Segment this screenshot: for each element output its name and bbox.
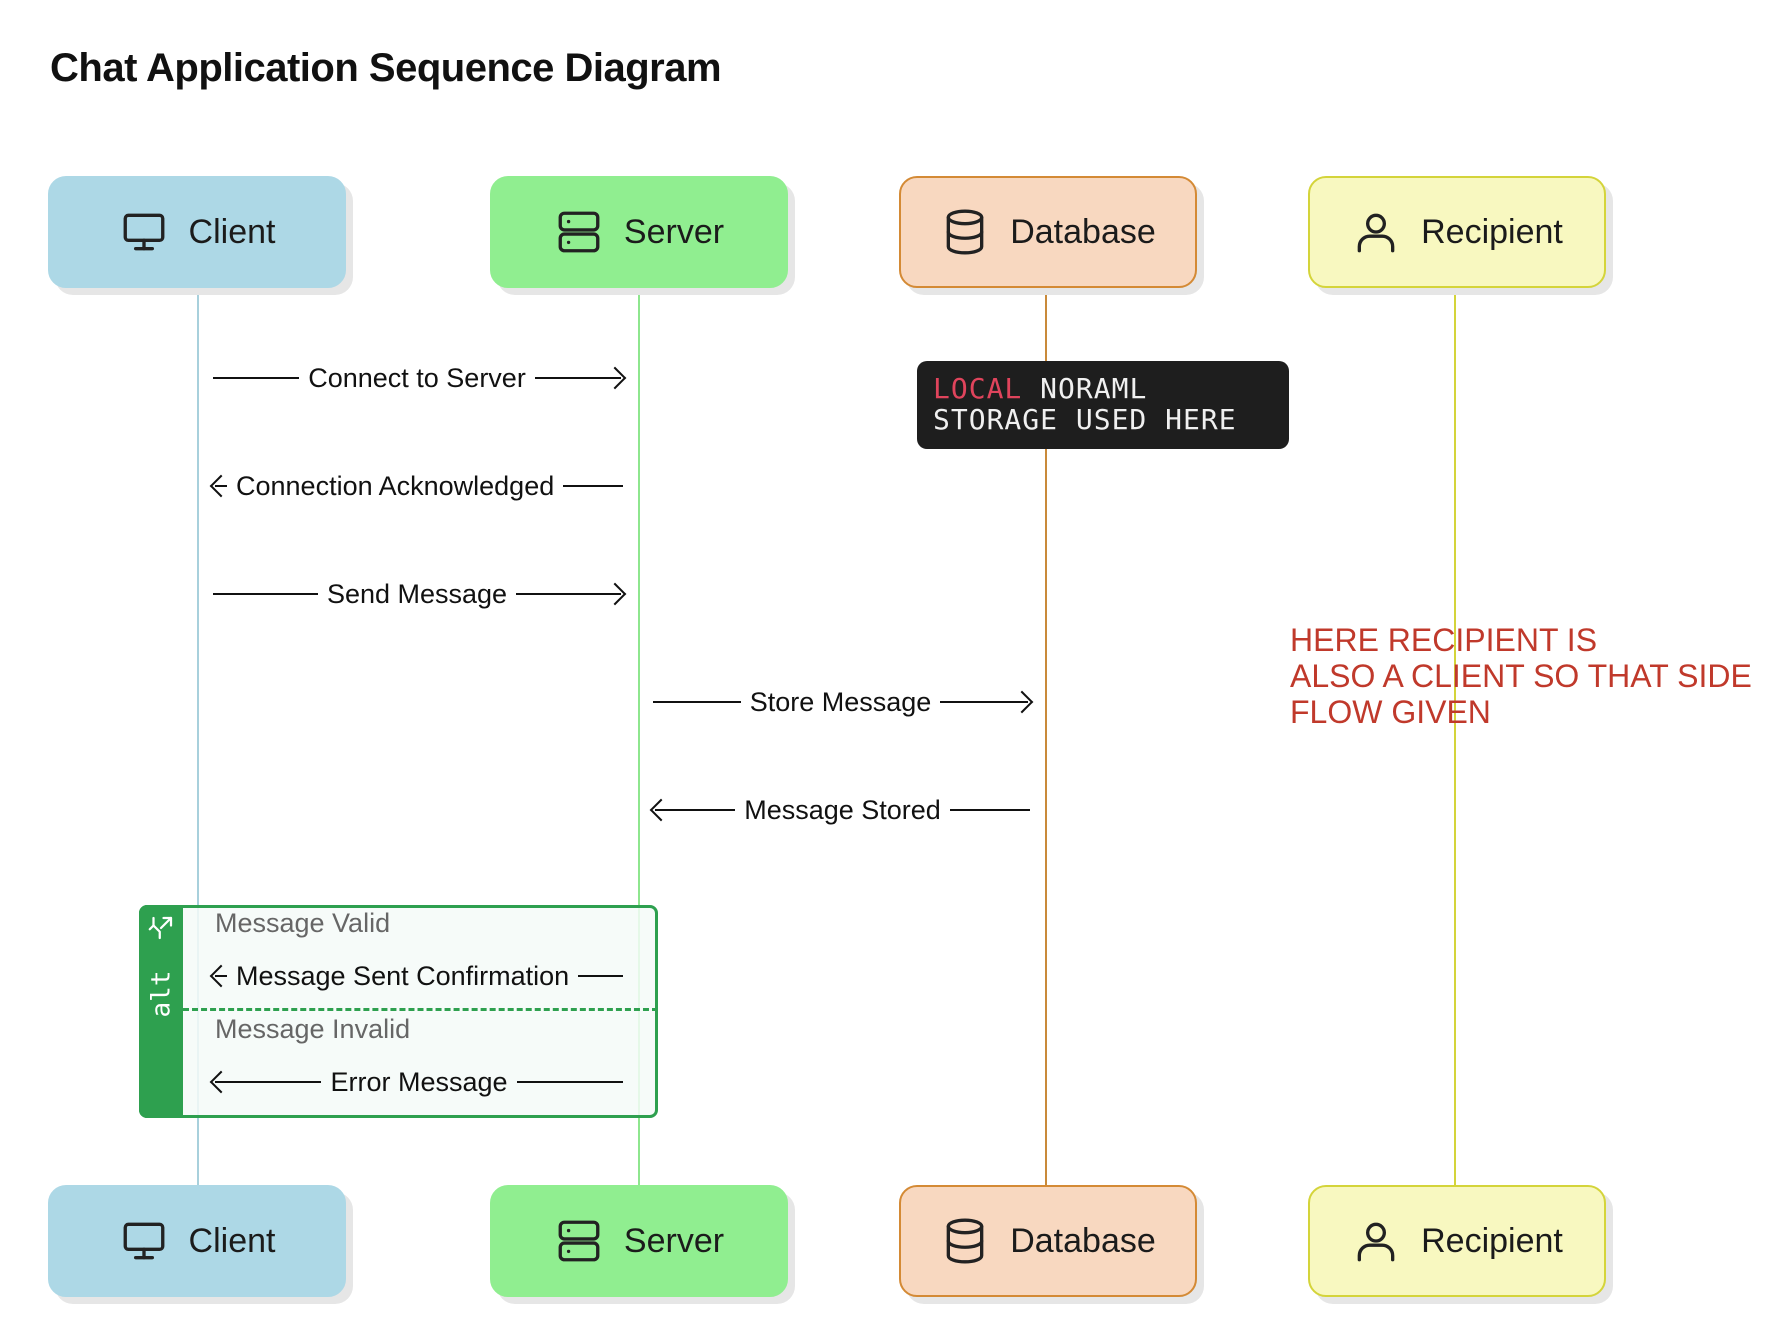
note-line2: STORAGE USED HERE — [933, 403, 1237, 436]
monitor-icon — [123, 1222, 164, 1260]
message-label: Error Message — [330, 1066, 508, 1097]
note-highlight: LOCAL — [933, 372, 1023, 405]
note-line1-rest: NORAML — [1022, 372, 1148, 405]
annotation-line: ALSO A CLIENT SO THAT SIDE — [1290, 658, 1752, 694]
actor-label: Client — [188, 1221, 276, 1260]
message-label: Message Sent Confirmation — [236, 960, 570, 991]
actor-server-top[interactable]: Server — [490, 176, 788, 288]
actor-recipient-bottom[interactable]: Recipient — [1308, 1185, 1606, 1297]
storage-note: LOCAL NORAML STORAGE USED HERE — [917, 361, 1289, 449]
actor-database-top[interactable]: Database — [899, 176, 1197, 288]
alt-condition-invalid: Message Invalid — [215, 1014, 411, 1044]
message-error-message[interactable]: Error Message — [209, 1062, 623, 1102]
message-connection-acknowledged[interactable]: Connection Acknowledged — [209, 466, 623, 506]
client-lifeline — [197, 290, 199, 1185]
actor-label: Database — [1010, 1221, 1156, 1260]
arrowhead — [603, 366, 627, 390]
database-icon — [946, 1218, 984, 1264]
message-connect-to-server[interactable]: Connect to Server — [213, 358, 627, 398]
actor-server-bottom[interactable]: Server — [490, 1185, 788, 1297]
actor-recipient-top[interactable]: Recipient — [1308, 176, 1606, 288]
message-send-message[interactable]: Send Message — [213, 574, 627, 614]
actor-label: Server — [623, 212, 725, 251]
alt-divider — [183, 1008, 658, 1011]
actor-label: Client — [188, 212, 276, 251]
actor-label: Database — [1010, 212, 1156, 251]
message-label: Store Message — [749, 686, 932, 717]
alt-label: alt — [146, 970, 176, 1018]
database-lifeline — [1045, 290, 1047, 1185]
branch-icon — [148, 916, 173, 940]
actor-database-bottom[interactable]: Database — [899, 1185, 1197, 1297]
annotation-line: FLOW GIVEN — [1290, 694, 1491, 730]
annotation-line: HERE RECIPIENT IS — [1290, 622, 1598, 658]
actor-client-top[interactable]: Client — [48, 176, 346, 288]
arrowhead — [1010, 690, 1034, 714]
user-icon — [1357, 213, 1395, 253]
recipient-lifeline — [1454, 290, 1456, 1185]
message-label: Connect to Server — [308, 362, 526, 393]
database-icon — [946, 209, 984, 255]
actor-client-bottom[interactable]: Client — [48, 1185, 346, 1297]
message-message-stored[interactable]: Message Stored — [649, 790, 1031, 830]
alt-tab — [139, 905, 183, 1118]
recipient-annotation: HERE RECIPIENT IS ALSO A CLIENT SO THAT … — [1290, 622, 1752, 730]
message-store-message[interactable]: Store Message — [653, 682, 1034, 722]
message-label: Send Message — [326, 578, 508, 609]
diagram-title: Chat Application Sequence Diagram — [50, 46, 722, 90]
user-icon — [1357, 1222, 1395, 1262]
server-icon — [558, 211, 600, 253]
arrowhead — [603, 582, 627, 606]
message-label: Connection Acknowledged — [236, 470, 555, 501]
monitor-icon — [123, 213, 164, 251]
actor-label: Server — [623, 1221, 725, 1260]
actor-label: Recipient — [1421, 212, 1563, 251]
alt-condition-valid: Message Valid — [215, 908, 391, 938]
message-sent-confirmation[interactable]: Message Sent Confirmation — [209, 956, 623, 996]
actor-label: Recipient — [1421, 1221, 1563, 1260]
server-icon — [558, 1220, 600, 1262]
message-label: Message Stored — [744, 794, 941, 825]
server-lifeline — [638, 290, 640, 1185]
